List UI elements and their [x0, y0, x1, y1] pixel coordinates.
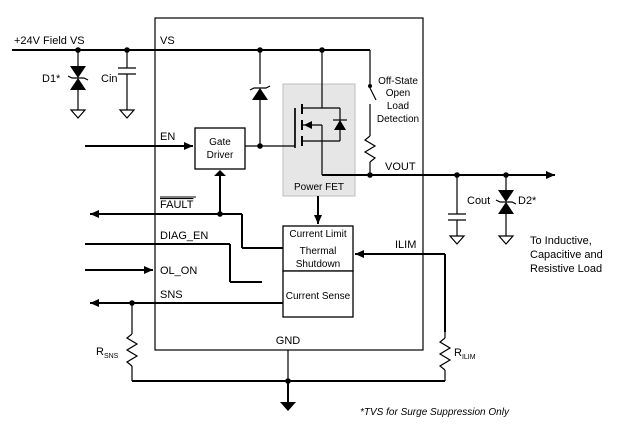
gate-driver-label-1: Gate	[209, 137, 231, 148]
gnd-line	[132, 350, 445, 411]
open-load-switch	[363, 50, 377, 175]
vout-label: VOUT	[385, 161, 416, 173]
open-load-label-2: Open	[386, 88, 410, 99]
rsns-label: RSNS	[96, 346, 119, 360]
open-load-label-1: Off-State	[378, 76, 418, 87]
current-sense-block	[282, 270, 354, 318]
rilim-resistor	[438, 332, 452, 381]
cin-label: Cin	[101, 73, 118, 85]
internal-zener	[249, 50, 271, 149]
thermal-label-2: Shutdown	[296, 259, 340, 270]
cout-label: Cout	[467, 195, 490, 207]
sns-label: SNS	[160, 289, 183, 301]
sns-line	[90, 299, 283, 307]
load-label-3: Resistive Load	[530, 263, 602, 275]
d1-label: D1*	[42, 73, 61, 85]
rilim-label: RILIM	[454, 347, 476, 361]
vs-label: VS	[160, 35, 175, 47]
current-limit-block	[282, 225, 354, 272]
ilim-line	[355, 250, 446, 332]
d1-tvs-diode	[67, 50, 89, 119]
d2-label: D2*	[518, 195, 537, 207]
cout-capacitor	[448, 175, 466, 245]
footnote: *TVS for Surge Suppression Only	[360, 407, 510, 418]
load-label-1: To Inductive,	[530, 235, 592, 247]
ol-on-label: OL_ON	[160, 265, 197, 277]
gate-driver-label-2: Driver	[207, 150, 234, 161]
rsns-resistor	[125, 303, 139, 381]
gnd-label: GND	[276, 335, 301, 347]
d2-tvs-diode	[495, 175, 517, 245]
diag-en-label: DIAG_EN	[160, 230, 208, 242]
en-label: EN	[160, 131, 175, 143]
vs-rail	[12, 47, 370, 53]
fault-line	[90, 170, 283, 249]
gate-driver-block	[194, 127, 246, 170]
thermal-label-1: Thermal	[300, 246, 337, 257]
load-label-2: Capacitive and	[530, 249, 603, 261]
fault-label: FAULT	[160, 199, 194, 211]
mosfet-symbol	[294, 104, 347, 175]
open-load-label-4: Detection	[377, 114, 419, 125]
supply-label: +24V Field VS	[14, 35, 85, 47]
vout-line	[322, 171, 555, 179]
diag-en-line	[85, 243, 262, 283]
ilim-label: ILIM	[395, 239, 416, 251]
power-fet-block	[282, 83, 356, 197]
chip-outline	[154, 17, 424, 351]
cin-capacitor	[118, 50, 136, 119]
current-sense-label: Current Sense	[286, 291, 351, 302]
current-limit-label: Current Limit	[289, 229, 346, 240]
power-fet-label: Power FET	[294, 182, 344, 193]
open-load-label-3: Load	[387, 101, 409, 112]
